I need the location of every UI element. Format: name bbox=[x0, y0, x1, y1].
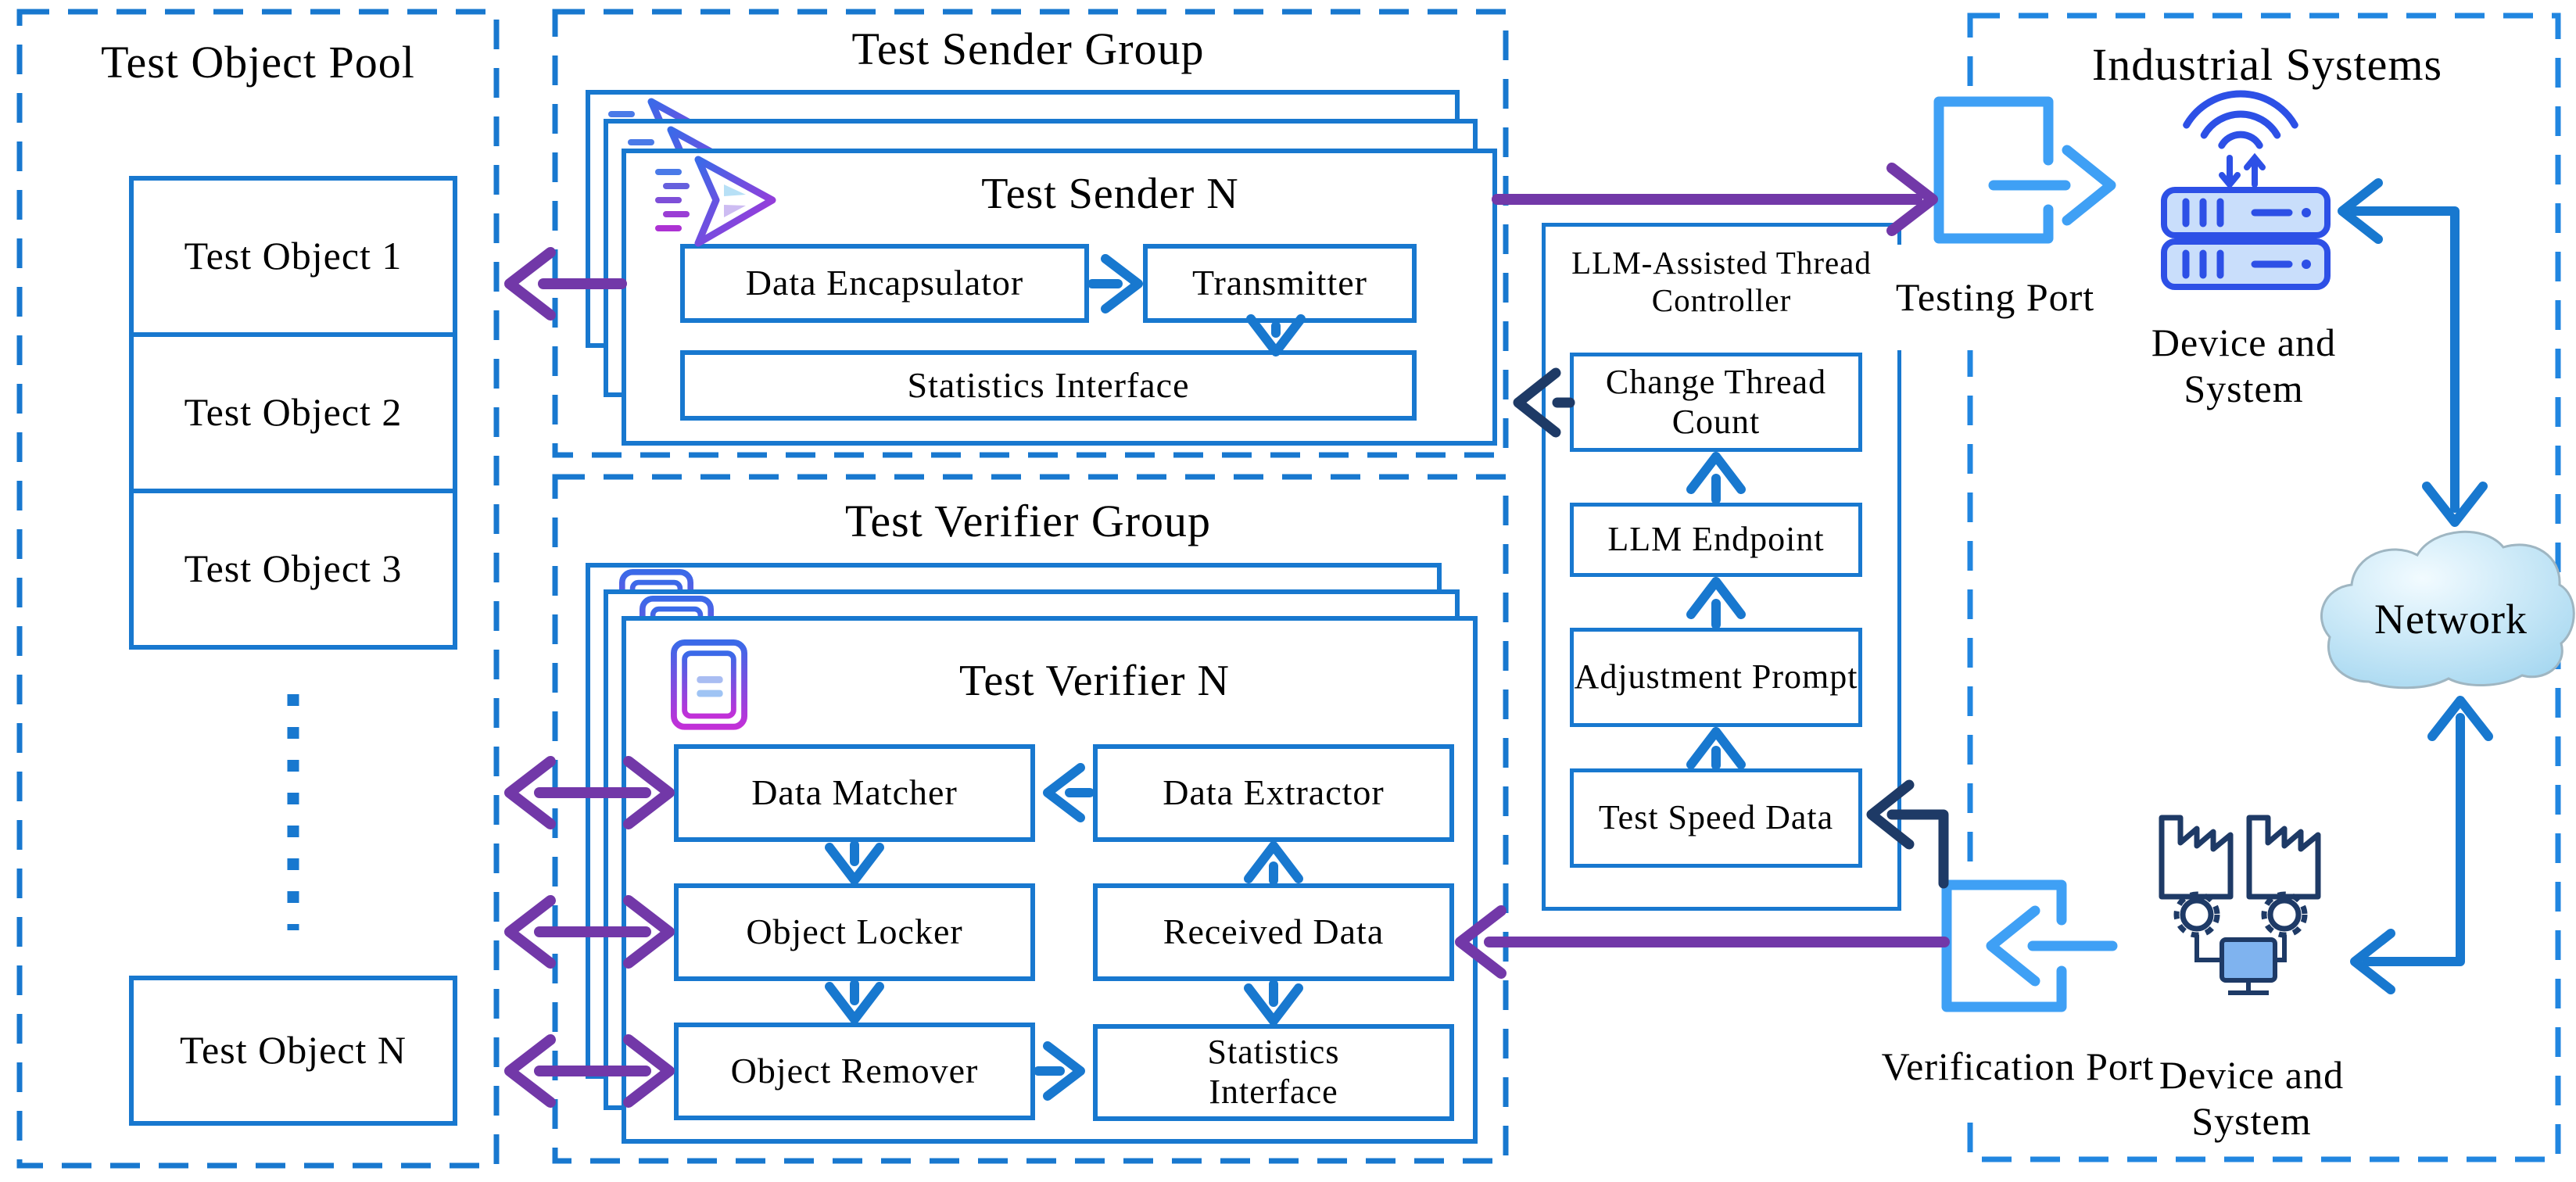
test-speed-data-box: Test Speed Data bbox=[1570, 768, 1862, 868]
verifier-group-title: Test Verifier Group bbox=[844, 495, 1212, 546]
network-label: Network bbox=[2374, 596, 2528, 643]
pool-title: Test Object Pool bbox=[101, 36, 415, 88]
verifier-statistics-interface-box: Statistics Interface bbox=[1093, 1024, 1454, 1121]
device-bottom-label: Device and System bbox=[2159, 1053, 2345, 1143]
received-data-box: Received Data bbox=[1093, 883, 1454, 981]
change-thread-count-box: Change Thread Count bbox=[1570, 353, 1862, 452]
data-extractor-box: Data Extractor bbox=[1093, 744, 1454, 842]
sender-group-title: Test Sender Group bbox=[851, 23, 1205, 74]
sender-group-dashed-border bbox=[552, 9, 1509, 458]
llm-endpoint-box: LLM Endpoint bbox=[1570, 503, 1862, 577]
data-matcher-box: Data Matcher bbox=[674, 744, 1035, 842]
industrial-dashed-border bbox=[1967, 13, 2561, 1162]
data-encapsulator-box: Data Encapsulator bbox=[680, 244, 1089, 323]
pool-dashed-border bbox=[16, 9, 500, 1169]
device-top-label: Device and System bbox=[2151, 320, 2337, 410]
thread-controller-title: LLM-Assisted Thread Controller bbox=[1571, 244, 1872, 318]
test-object-2-box: Test Object 2 bbox=[129, 332, 457, 493]
object-locker-box: Object Locker bbox=[674, 883, 1035, 981]
test-object-n-box: Test Object N bbox=[129, 976, 457, 1126]
verifier-card-title: Test Verifier N bbox=[959, 656, 1230, 705]
adjustment-prompt-box: Adjustment Prompt bbox=[1570, 628, 1862, 727]
sender-statistics-interface-box: Statistics Interface bbox=[680, 350, 1417, 421]
test-object-1-box: Test Object 1 bbox=[129, 176, 457, 337]
industrial-systems-title: Industrial Systems bbox=[2091, 38, 2443, 90]
testing-port-label: Testing Port bbox=[1885, 245, 2105, 350]
transmitter-box: Transmitter bbox=[1143, 244, 1417, 323]
verification-port-label: Verification Port bbox=[1876, 1015, 2159, 1118]
sender-card-title: Test Sender N bbox=[981, 169, 1239, 218]
test-object-3-box: Test Object 3 bbox=[129, 489, 457, 650]
object-remover-box: Object Remover bbox=[674, 1023, 1035, 1120]
